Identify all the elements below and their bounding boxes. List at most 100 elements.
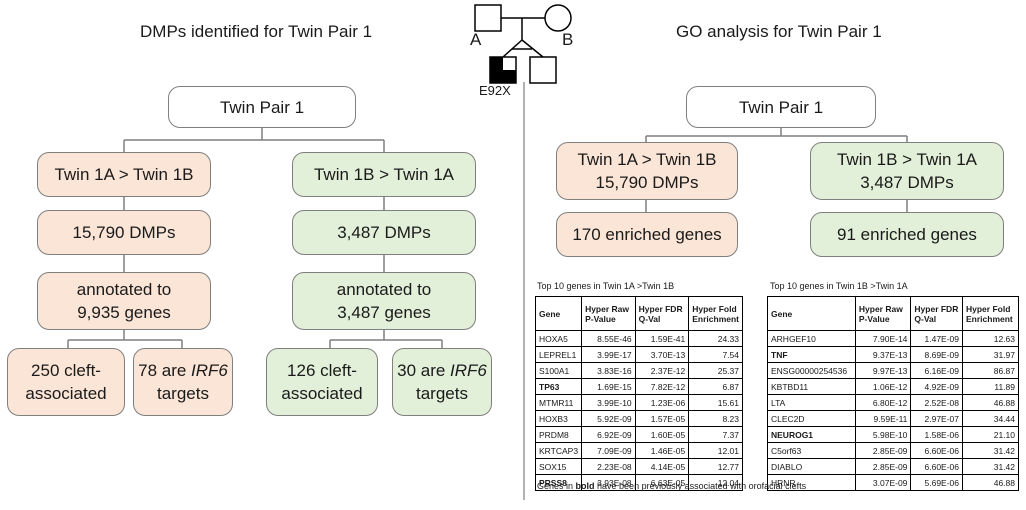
qval-cell: 4.14E-05	[634, 458, 690, 475]
pedigree-label-a: A	[470, 30, 482, 49]
gene-cell: NEUROG1	[767, 426, 856, 443]
gene-cell: ARHGEF10	[767, 330, 856, 347]
pvalue-cell: 3.07E-09	[854, 474, 912, 491]
gene-cell: KBTBD11	[767, 378, 856, 395]
gene-cell: SOX15	[534, 458, 583, 475]
gene-cell: S100A1	[534, 362, 583, 379]
gene-cell: TP63	[534, 378, 583, 395]
pvalue-cell: 3.99E-17	[581, 346, 636, 363]
fold-cell: 12.63	[962, 330, 1019, 347]
qval-cell: 1.46E-05	[634, 442, 690, 459]
left-dmps-b-node: 3,487 DMPs	[292, 210, 476, 255]
qval-cell: 1.57E-05	[634, 410, 690, 427]
qval-cell: 1.60E-05	[634, 426, 690, 443]
fold-cell: 15.61	[688, 394, 743, 411]
qval-cell: 1.47E-09	[910, 330, 963, 347]
header-pvalue: Hyper Raw P-Value	[854, 296, 912, 331]
pvalue-cell: 7.90E-14	[854, 330, 912, 347]
fold-cell: 8.23	[688, 410, 743, 427]
fold-cell: 6.87	[688, 378, 743, 395]
left-panel-title: DMPs identified for Twin Pair 1	[140, 22, 373, 41]
pvalue-cell: 2.85E-09	[854, 442, 912, 459]
left-dmps-a-node: 15,790 DMPs	[37, 210, 211, 255]
right-enriched-a-node: 170 enriched genes	[556, 212, 738, 257]
left-compare-b-node: Twin 1B > Twin 1A	[292, 152, 476, 197]
qval-cell: 2.37E-12	[634, 362, 690, 379]
variant-label: E92X	[479, 83, 511, 98]
fold-cell: 31.42	[962, 442, 1019, 459]
gene-cell: HRNR	[767, 474, 856, 491]
gene-cell: LTA	[767, 394, 856, 411]
qval-cell: 8.69E-09	[910, 346, 963, 363]
gene-cell: DIABLO	[767, 458, 856, 475]
right-enriched-b-node: 91 enriched genes	[810, 212, 1004, 257]
qval-cell: 1.23E-06	[634, 394, 690, 411]
gene-cell: PRDM8	[534, 426, 583, 443]
fold-cell: 21.10	[962, 426, 1019, 443]
fold-cell: 12.04	[688, 474, 743, 491]
qval-cell: 6.16E-09	[910, 362, 963, 379]
pvalue-cell: 3.83E-16	[581, 362, 636, 379]
fold-cell: 34.44	[962, 410, 1019, 427]
left-cleft-b-node: 126 cleft-associated	[266, 348, 378, 416]
fold-cell: 25.37	[688, 362, 743, 379]
pvalue-cell: 8.55E-46	[581, 330, 636, 347]
fold-cell: 7.37	[688, 426, 743, 443]
header-qval: Hyper FDR Q-Val	[634, 296, 690, 331]
qval-cell: 6.60E-06	[910, 442, 963, 459]
right-panel-title: GO analysis for Twin Pair 1	[676, 22, 882, 41]
pvalue-cell: 3.99E-10	[581, 394, 636, 411]
top-genes-table-a: Gene Hyper Raw P-Value Hyper FDR Q-Val H…	[534, 296, 743, 491]
gene-cell: HOXB3	[534, 410, 583, 427]
fold-cell: 46.88	[962, 394, 1019, 411]
fold-cell: 7.54	[688, 346, 743, 363]
header-fold: Hyper Fold Enrichment	[962, 296, 1019, 331]
fold-cell: 31.42	[962, 458, 1019, 475]
header-gene: Gene	[767, 296, 856, 331]
pvalue-cell: 6.80E-12	[854, 394, 912, 411]
fold-cell: 24.33	[688, 330, 743, 347]
qval-cell: 3.70E-13	[634, 346, 690, 363]
footnote: Genes in bold have been previously assoc…	[537, 481, 807, 491]
header-qval: Hyper FDR Q-Val	[910, 296, 963, 331]
pvalue-cell: 9.97E-13	[854, 362, 912, 379]
gene-cell: CLEC2D	[767, 410, 856, 427]
gene-cell: MTMR11	[534, 394, 583, 411]
gene-cell: ENSG00000254536	[767, 362, 856, 379]
pvalue-cell: 5.92E-09	[581, 410, 636, 427]
top-genes-table-b: Gene Hyper Raw P-Value Hyper FDR Q-Val H…	[767, 296, 1019, 491]
pvalue-cell: 9.37E-13	[854, 346, 912, 363]
gene-cell: HOXA5	[534, 330, 583, 347]
pvalue-cell: 6.92E-09	[581, 426, 636, 443]
pvalue-cell: 1.69E-15	[581, 378, 636, 395]
left-cleft-a-node: 250 cleft-associated	[7, 348, 125, 416]
fold-cell: 12.77	[688, 458, 743, 475]
pvalue-cell: 9.59E-11	[854, 410, 912, 427]
gene-cell: C5orf63	[767, 442, 856, 459]
pvalue-cell: 5.98E-10	[854, 426, 912, 443]
fold-cell: 46.88	[962, 474, 1019, 491]
pvalue-cell: 1.06E-12	[854, 378, 912, 395]
gene-cell: PRSS8	[534, 474, 583, 491]
qval-cell: 4.92E-09	[910, 378, 963, 395]
table-header-row: Gene Hyper Raw P-Value Hyper FDR Q-Val H…	[767, 296, 1019, 331]
table-header-row: Gene Hyper Raw P-Value Hyper FDR Q-Val H…	[534, 296, 743, 331]
pvalue-cell: 7.09E-09	[581, 442, 636, 459]
